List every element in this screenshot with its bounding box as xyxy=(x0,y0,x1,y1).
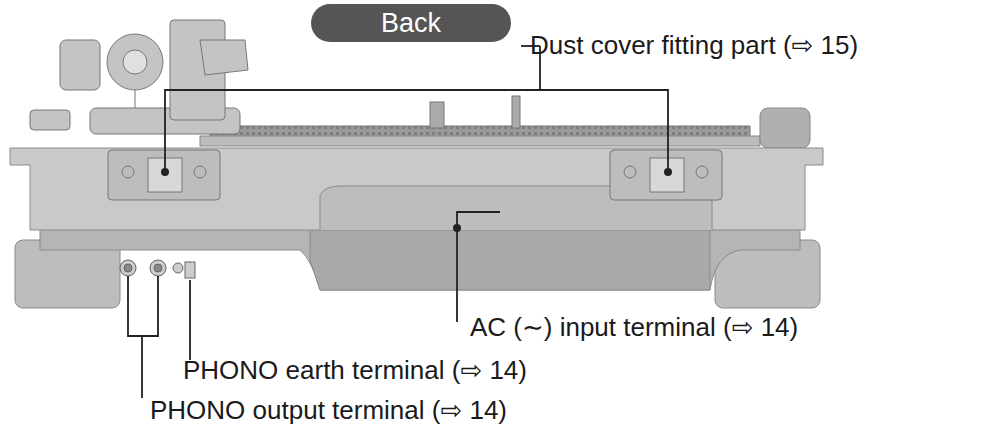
part-label: PHONO output terminal (⇨ 14) xyxy=(150,397,507,423)
view-heading: Back xyxy=(381,10,441,37)
part-label: Dust cover fitting part (⇨ 15) xyxy=(530,32,858,58)
part-label: AC (∼) input terminal (⇨ 14) xyxy=(470,314,798,340)
part-label: PHONO earth terminal (⇨ 14) xyxy=(183,357,527,383)
heading-pill: Back xyxy=(311,4,511,42)
